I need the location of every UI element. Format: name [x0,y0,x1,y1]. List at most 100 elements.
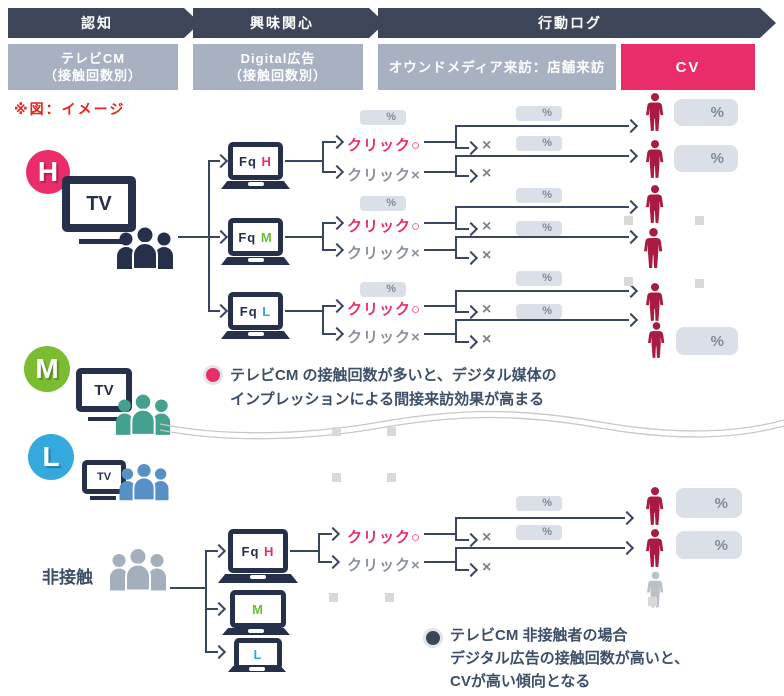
cross-mark: × [482,137,492,154]
percent-badge: % [516,496,562,511]
cross-mark: × [482,559,492,576]
laptop-icon-fq-high: Fq H [228,529,288,573]
person-icon-cv [644,228,663,268]
annotation-tv-effect: テレビCM の接触回数が多いと、デジタル媒体の インプレッションによる間接来訪効… [230,364,557,412]
annotation-line: CVが高い傾向となる [450,673,591,690]
arrow-head [329,298,345,314]
audience-icon-low [116,461,172,501]
flow-line [322,305,336,307]
laptop-base [221,181,290,189]
flow-line [322,222,324,251]
arrow-head [619,540,635,556]
person-icon-cv [646,529,664,567]
flow-line [170,587,207,589]
laptop-base [222,628,290,635]
arrow-head [463,334,479,350]
fq-level-high: H [261,153,272,169]
arrow-head [329,164,345,180]
redacted-square [387,427,396,436]
percent-badge: % [516,221,562,236]
fq-label: Fq [238,229,261,245]
flow-line [424,141,457,143]
percent-badge-cv: % [674,145,738,172]
cross-mark: × [482,218,492,235]
person-icon-cv [646,140,664,178]
annotation-bullet-navy [423,628,443,648]
percent-badge: % [360,110,406,125]
person-icon-cv [646,283,664,321]
flow-line [285,160,323,162]
arrow-head [325,526,341,542]
flow-line [455,290,457,313]
wavy-divider [160,410,784,440]
stage-label: 認知 [81,15,113,31]
redacted-square [387,473,396,482]
arrow-head [211,601,227,617]
flow-line [455,236,629,238]
flow-line [455,319,629,321]
arrow-head [325,554,341,570]
redacted-square [648,597,657,606]
arrow-head [463,168,479,184]
flow-line [322,305,324,335]
media-box-label: Digital広告 [240,51,316,66]
tv-stand [88,417,120,421]
fq-level-mid: M [260,229,273,245]
arrow-head [213,229,229,245]
percent-badge-cv: % [676,488,742,518]
flow-line [205,651,218,653]
fq-level-mid: M [252,601,264,617]
segment-badge-mid: M [24,346,70,392]
flow-line [424,333,457,335]
segment-letter: H [37,156,59,187]
percent-badge: % [360,282,406,297]
flow-line [455,290,629,292]
redacted-square [332,473,341,482]
flow-line [322,333,336,335]
arrow-head [329,134,345,150]
laptop-icon-mid: M [230,590,286,628]
arrow-head [463,250,479,266]
person-icon-cv [646,185,664,223]
segment-badge-low: L [28,434,74,480]
person-icon-cv [646,93,664,131]
flow-line [455,539,469,541]
media-box-digital-ad: Digital広告 （接触回数別） [193,44,363,90]
stage-banner-awareness: 認知 [8,8,200,38]
percent-badge: % [516,188,562,203]
person-icon-cv [648,322,665,358]
flow-line [285,310,323,312]
percent-badge-cv: % [676,531,742,559]
arrow-head [463,562,479,578]
cross-mark: × [482,331,492,348]
flow-line [455,311,469,313]
percent-badge: % [360,196,406,211]
arrow-head [213,303,229,319]
tv-icon-high: TV [62,176,136,232]
flow-line [322,171,336,173]
flow-line [455,236,457,259]
cross-mark: × [482,301,492,318]
flow-line [424,561,457,563]
flow-line [455,125,629,127]
arrow-head [623,118,639,134]
cross-mark: × [482,165,492,182]
annotation-non-contact: テレビCM 非接触者の場合 デジタル広告の接触回数が高いと、 CVが高い傾向とな… [450,624,689,693]
arrow-head [623,229,639,245]
flow-line [455,228,469,230]
stage-label: 興味関心 [250,15,314,31]
flow-line [455,547,457,571]
flow-line [455,319,457,343]
flow-line [455,517,625,519]
arrow-head [329,326,345,342]
tv-label: TV [96,471,112,483]
percent-badge: % [516,136,562,151]
flow-line [424,305,457,307]
flow-line [318,533,332,535]
arrow-head [619,510,635,526]
flow-line [455,175,469,177]
flow-line [424,249,457,251]
fq-label: Fq [241,543,265,559]
laptop-base [221,331,290,339]
tv-label: TV [86,192,112,215]
